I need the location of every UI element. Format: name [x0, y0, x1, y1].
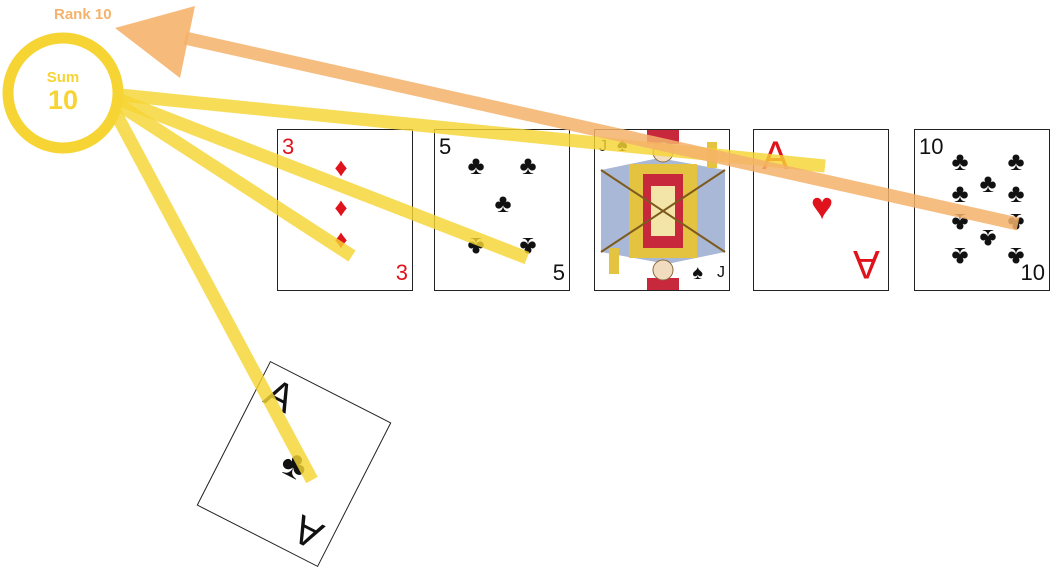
card-rank: 10: [919, 134, 944, 159]
club-pip-icon: ♣: [979, 224, 997, 254]
jack-face-illustration: [600, 130, 726, 290]
card-rank: A: [762, 134, 789, 178]
club-pip-icon: ♣: [1007, 178, 1025, 208]
rank-arrow-head-icon: [115, 6, 195, 78]
card-rank: J: [717, 264, 725, 281]
card-5-clubs[interactable]: 5 ♣ ♣ ♣ ♣ ♣ 5: [434, 129, 570, 291]
club-pip-icon: ♣: [1007, 146, 1025, 176]
club-pip-icon: ♣: [519, 150, 537, 180]
club-pip-icon: ♣: [951, 178, 969, 208]
club-pip-icon: ♣: [1007, 208, 1025, 238]
card-3-diamonds[interactable]: 3 ♦ ♦ ♦ 3: [277, 129, 413, 291]
diamond-pip-icon: ♦: [334, 224, 348, 254]
sum-label: Sum: [47, 69, 80, 86]
club-pip-icon: ♣: [979, 168, 997, 198]
rank-label: Rank 10: [54, 6, 112, 23]
card-ace-clubs[interactable]: A ♣ A: [196, 360, 392, 568]
spade-pip-icon: ♠: [692, 262, 703, 284]
card-rank: 3: [395, 260, 408, 285]
card-rank: A: [853, 242, 880, 286]
card-rank: 5: [439, 134, 452, 159]
club-pip-icon: ♣: [951, 146, 969, 176]
club-pip-icon: ♣: [951, 242, 969, 272]
card-rank: 10: [1020, 260, 1045, 285]
card-jack-spades[interactable]: J ♠ ♠ J: [594, 129, 730, 291]
diamond-pip-icon: ♦: [334, 152, 348, 182]
card-ace-hearts[interactable]: A ♥ A: [753, 129, 889, 291]
club-pip-icon: ♣: [467, 232, 485, 262]
heart-pip-icon: ♥: [810, 186, 834, 228]
club-pip-icon: ♣: [273, 440, 316, 490]
club-pip-icon: ♣: [494, 188, 512, 218]
card-rank: A: [286, 506, 331, 558]
club-pip-icon: ♣: [519, 232, 537, 262]
sum-value: 10: [48, 85, 78, 115]
card-rank: 5: [552, 260, 565, 285]
club-pip-icon: ♣: [951, 208, 969, 238]
diamond-pip-icon: ♦: [334, 192, 348, 222]
sum-circle: [2, 32, 124, 154]
card-rank: 3: [282, 134, 295, 159]
card-rank: A: [257, 370, 302, 422]
club-pip-icon: ♣: [467, 150, 485, 180]
card-10-clubs[interactable]: 10 ♣ ♣ ♣ ♣ ♣ ♣ ♣ ♣ ♣ ♣ 10: [914, 129, 1050, 291]
